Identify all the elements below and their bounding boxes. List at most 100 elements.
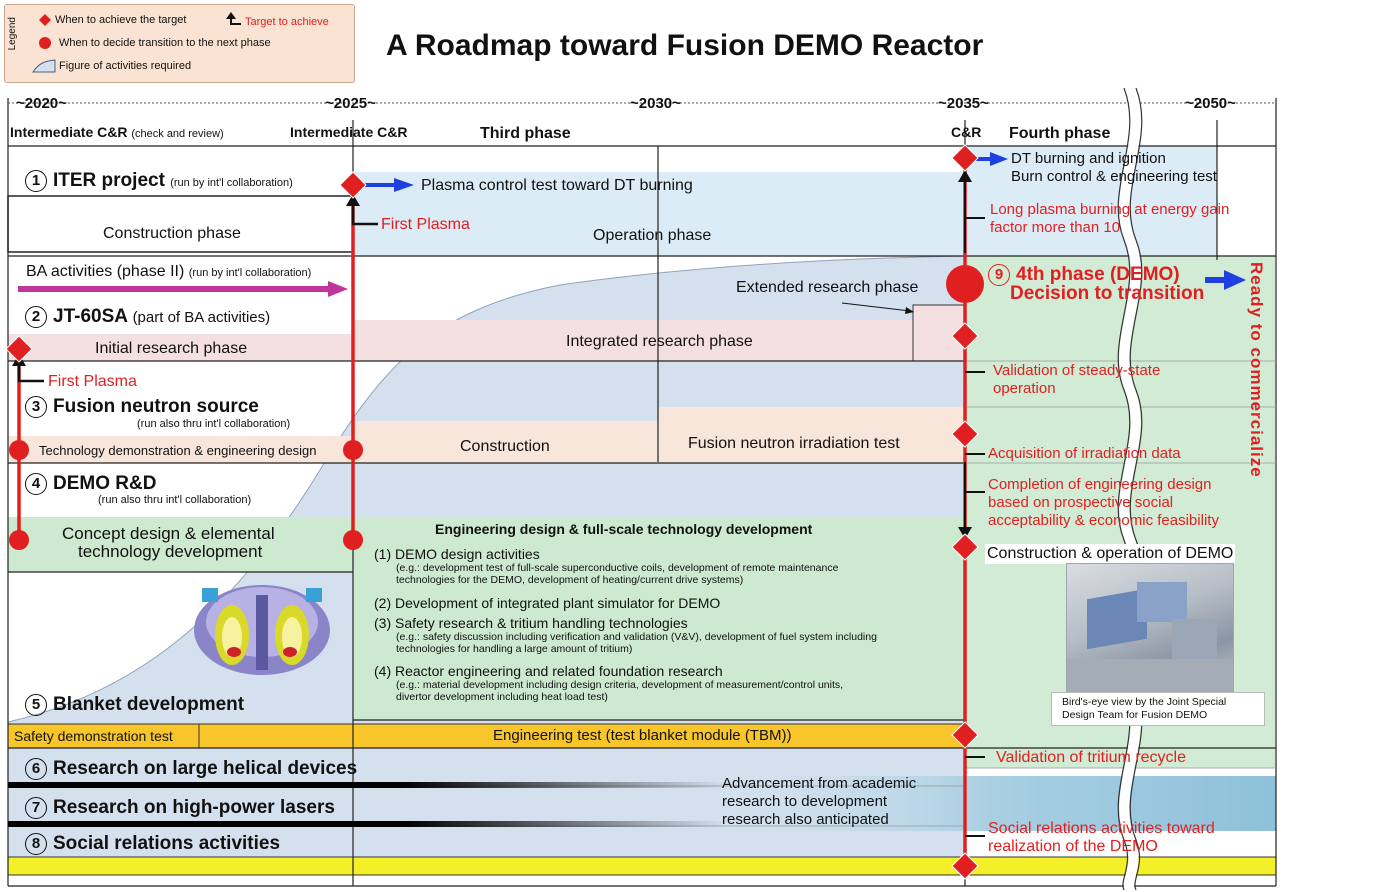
iter-long-plasma-2: factor more than 10 xyxy=(990,219,1121,236)
legend-decide-text: When to decide transition to the next ph… xyxy=(59,37,271,49)
jt60-initial-band xyxy=(8,334,353,361)
iter-long-plasma-1: Long plasma burning at energy gain xyxy=(990,201,1230,218)
fourth-phase: Fourth phase xyxy=(1009,125,1111,142)
helical-number: 6 xyxy=(25,758,47,780)
lasers-bar xyxy=(8,821,728,827)
time-break xyxy=(1119,86,1141,892)
demo-item-3-title: (3) Safety research & tritium handling t… xyxy=(374,615,688,631)
ba-title: BA activities (phase II) (run by int'l c… xyxy=(26,263,311,281)
legend-diamond-icon xyxy=(39,14,51,26)
blanket-engineering-test: Engineering test (test blanket module (T… xyxy=(493,727,792,744)
fns-note: (run also thru int'l collaboration) xyxy=(137,418,291,430)
diamond-iter-dt xyxy=(951,144,979,172)
circle-demo-2020 xyxy=(9,530,29,550)
demo-phase-decision: Decision to transition xyxy=(1010,283,1205,304)
demo-item-4-sub2: divertor development including heat load… xyxy=(396,691,608,704)
lasers-number: 7 xyxy=(25,797,47,819)
ready-to-commercialize: Ready to commercialize xyxy=(1247,262,1266,478)
demo-engineering-title: Engineering design & full-scale technolo… xyxy=(435,521,813,537)
fns-irradiation-band xyxy=(658,407,965,463)
helical-bar xyxy=(8,782,728,788)
demo-item-4-title: (4) Reactor engineering and related foun… xyxy=(374,663,723,679)
demo-concept-band xyxy=(8,517,353,572)
year-2030: ~2030~ xyxy=(630,95,681,112)
demo-item-4-sub1: (e.g.: material development including de… xyxy=(396,679,844,691)
advancement-3: research also anticipated xyxy=(722,811,889,828)
demo-concept-2: technology development xyxy=(78,542,263,561)
iter-dt-burning: DT burning and ignition xyxy=(1011,150,1166,167)
demo-completion-3: acceptability & economic feasibility xyxy=(988,512,1219,529)
demo-completion-2: based on prospective social xyxy=(988,494,1174,511)
demo-item-1-sub1: (e.g.: development test of full-scale su… xyxy=(396,562,839,574)
iter-note: (run by int'l collaboration) xyxy=(170,177,293,190)
diamond-demo xyxy=(951,533,979,561)
fns-construction: Construction xyxy=(460,438,550,455)
demo-image-caption: Bird's-eye view by the Joint Special Des… xyxy=(1051,692,1265,726)
helical-title-label: Research on large helical devices xyxy=(53,758,358,780)
diamond-jt60-ss xyxy=(951,322,979,350)
iter-construction: Construction phase xyxy=(103,225,241,242)
demo-caption-1: Bird's-eye view by the Joint Special xyxy=(1062,696,1227,708)
third-phase: Third phase xyxy=(480,125,571,142)
iter-construction-box xyxy=(7,195,354,253)
social-number: 8 xyxy=(25,833,47,855)
jt60-number: 2 xyxy=(25,306,47,328)
diamond-blanket xyxy=(951,721,979,749)
social-band xyxy=(7,856,1277,876)
legend-target-text: When to achieve the target xyxy=(55,14,187,26)
jt60-integrated: Integrated research phase xyxy=(566,333,753,350)
iter-plasma-control: Plasma control test toward DT burning xyxy=(421,177,693,194)
intermediate-cr-1: Intermediate C&R (check and review) xyxy=(10,124,224,140)
jt60-note: (part of BA activities) xyxy=(132,309,271,327)
iter-operation: Operation phase xyxy=(593,227,712,244)
demo-reactor-image xyxy=(1066,563,1234,697)
page-title: A Roadmap toward Fusion DEMO Reactor xyxy=(386,29,984,62)
blanket-title-label: Blanket development xyxy=(53,694,245,716)
legend-figure-icon xyxy=(32,59,56,73)
demo-completion-1: Completion of engineering design xyxy=(988,476,1212,493)
demo-concept-1: Concept design & elemental xyxy=(62,524,275,543)
ba-title-label: BA activities (phase II) xyxy=(26,263,185,280)
demo-title: 4 DEMO R&D xyxy=(25,473,156,495)
cr-2035: C&R xyxy=(951,124,982,140)
iter-first-plasma: First Plasma xyxy=(381,216,470,233)
year-2035: ~2035~ xyxy=(938,95,989,112)
iter-fourth-band xyxy=(965,146,1217,256)
year-2025: ~2025~ xyxy=(325,95,376,112)
advancement-1: Advancement from academic xyxy=(722,775,917,792)
diamond-iter-fp xyxy=(339,171,367,199)
demo-number: 4 xyxy=(25,473,47,495)
year-2020: ~2020~ xyxy=(16,95,67,112)
demo-item-1: (1) DEMO design activities (e.g.: develo… xyxy=(374,546,838,586)
demo-caption-2: Design Team for Fusion DEMO xyxy=(1062,708,1208,721)
jt60-initial: Initial research phase xyxy=(95,340,248,357)
jt60-integrated-band xyxy=(353,320,913,361)
ba-arrow-head xyxy=(328,281,348,297)
fns-tech-demo: Technology demonstration & engineering d… xyxy=(39,443,317,458)
lasers-band xyxy=(700,776,1276,831)
jt60-first-plasma: First Plasma xyxy=(48,373,137,390)
demo-title-label: DEMO R&D xyxy=(53,473,157,495)
legend-figure-text: Figure of activities required xyxy=(59,60,192,72)
social-toward-1: Social relations activities toward xyxy=(988,820,1215,837)
intermediate-cr-1-label: Intermediate C&R xyxy=(10,124,128,140)
helical-title: 6 Research on large helical devices xyxy=(25,758,357,780)
diamond-fns xyxy=(951,420,979,448)
fns-irradiation: Fusion neutron irradiation test xyxy=(688,435,900,452)
jt60-validation-2: operation xyxy=(993,380,1056,397)
demo-phase-title-label: 4th phase (DEMO) xyxy=(1016,264,1180,286)
circle-fns-2020 xyxy=(9,440,29,460)
demo-item-3: (3) Safety research & tritium handling t… xyxy=(374,615,877,655)
legend-symbols xyxy=(32,12,241,73)
demo-item-1-sub2: technologies for the DEMO, development o… xyxy=(396,574,744,587)
ba-extended: Extended research phase xyxy=(736,279,919,296)
ba-note: (run by int'l collaboration) xyxy=(188,267,312,279)
year-2050: ~2050~ xyxy=(1185,95,1236,112)
legend: Legend When to achieve the target Target… xyxy=(4,4,355,83)
blanket-safety: Safety demonstration test xyxy=(14,728,173,744)
